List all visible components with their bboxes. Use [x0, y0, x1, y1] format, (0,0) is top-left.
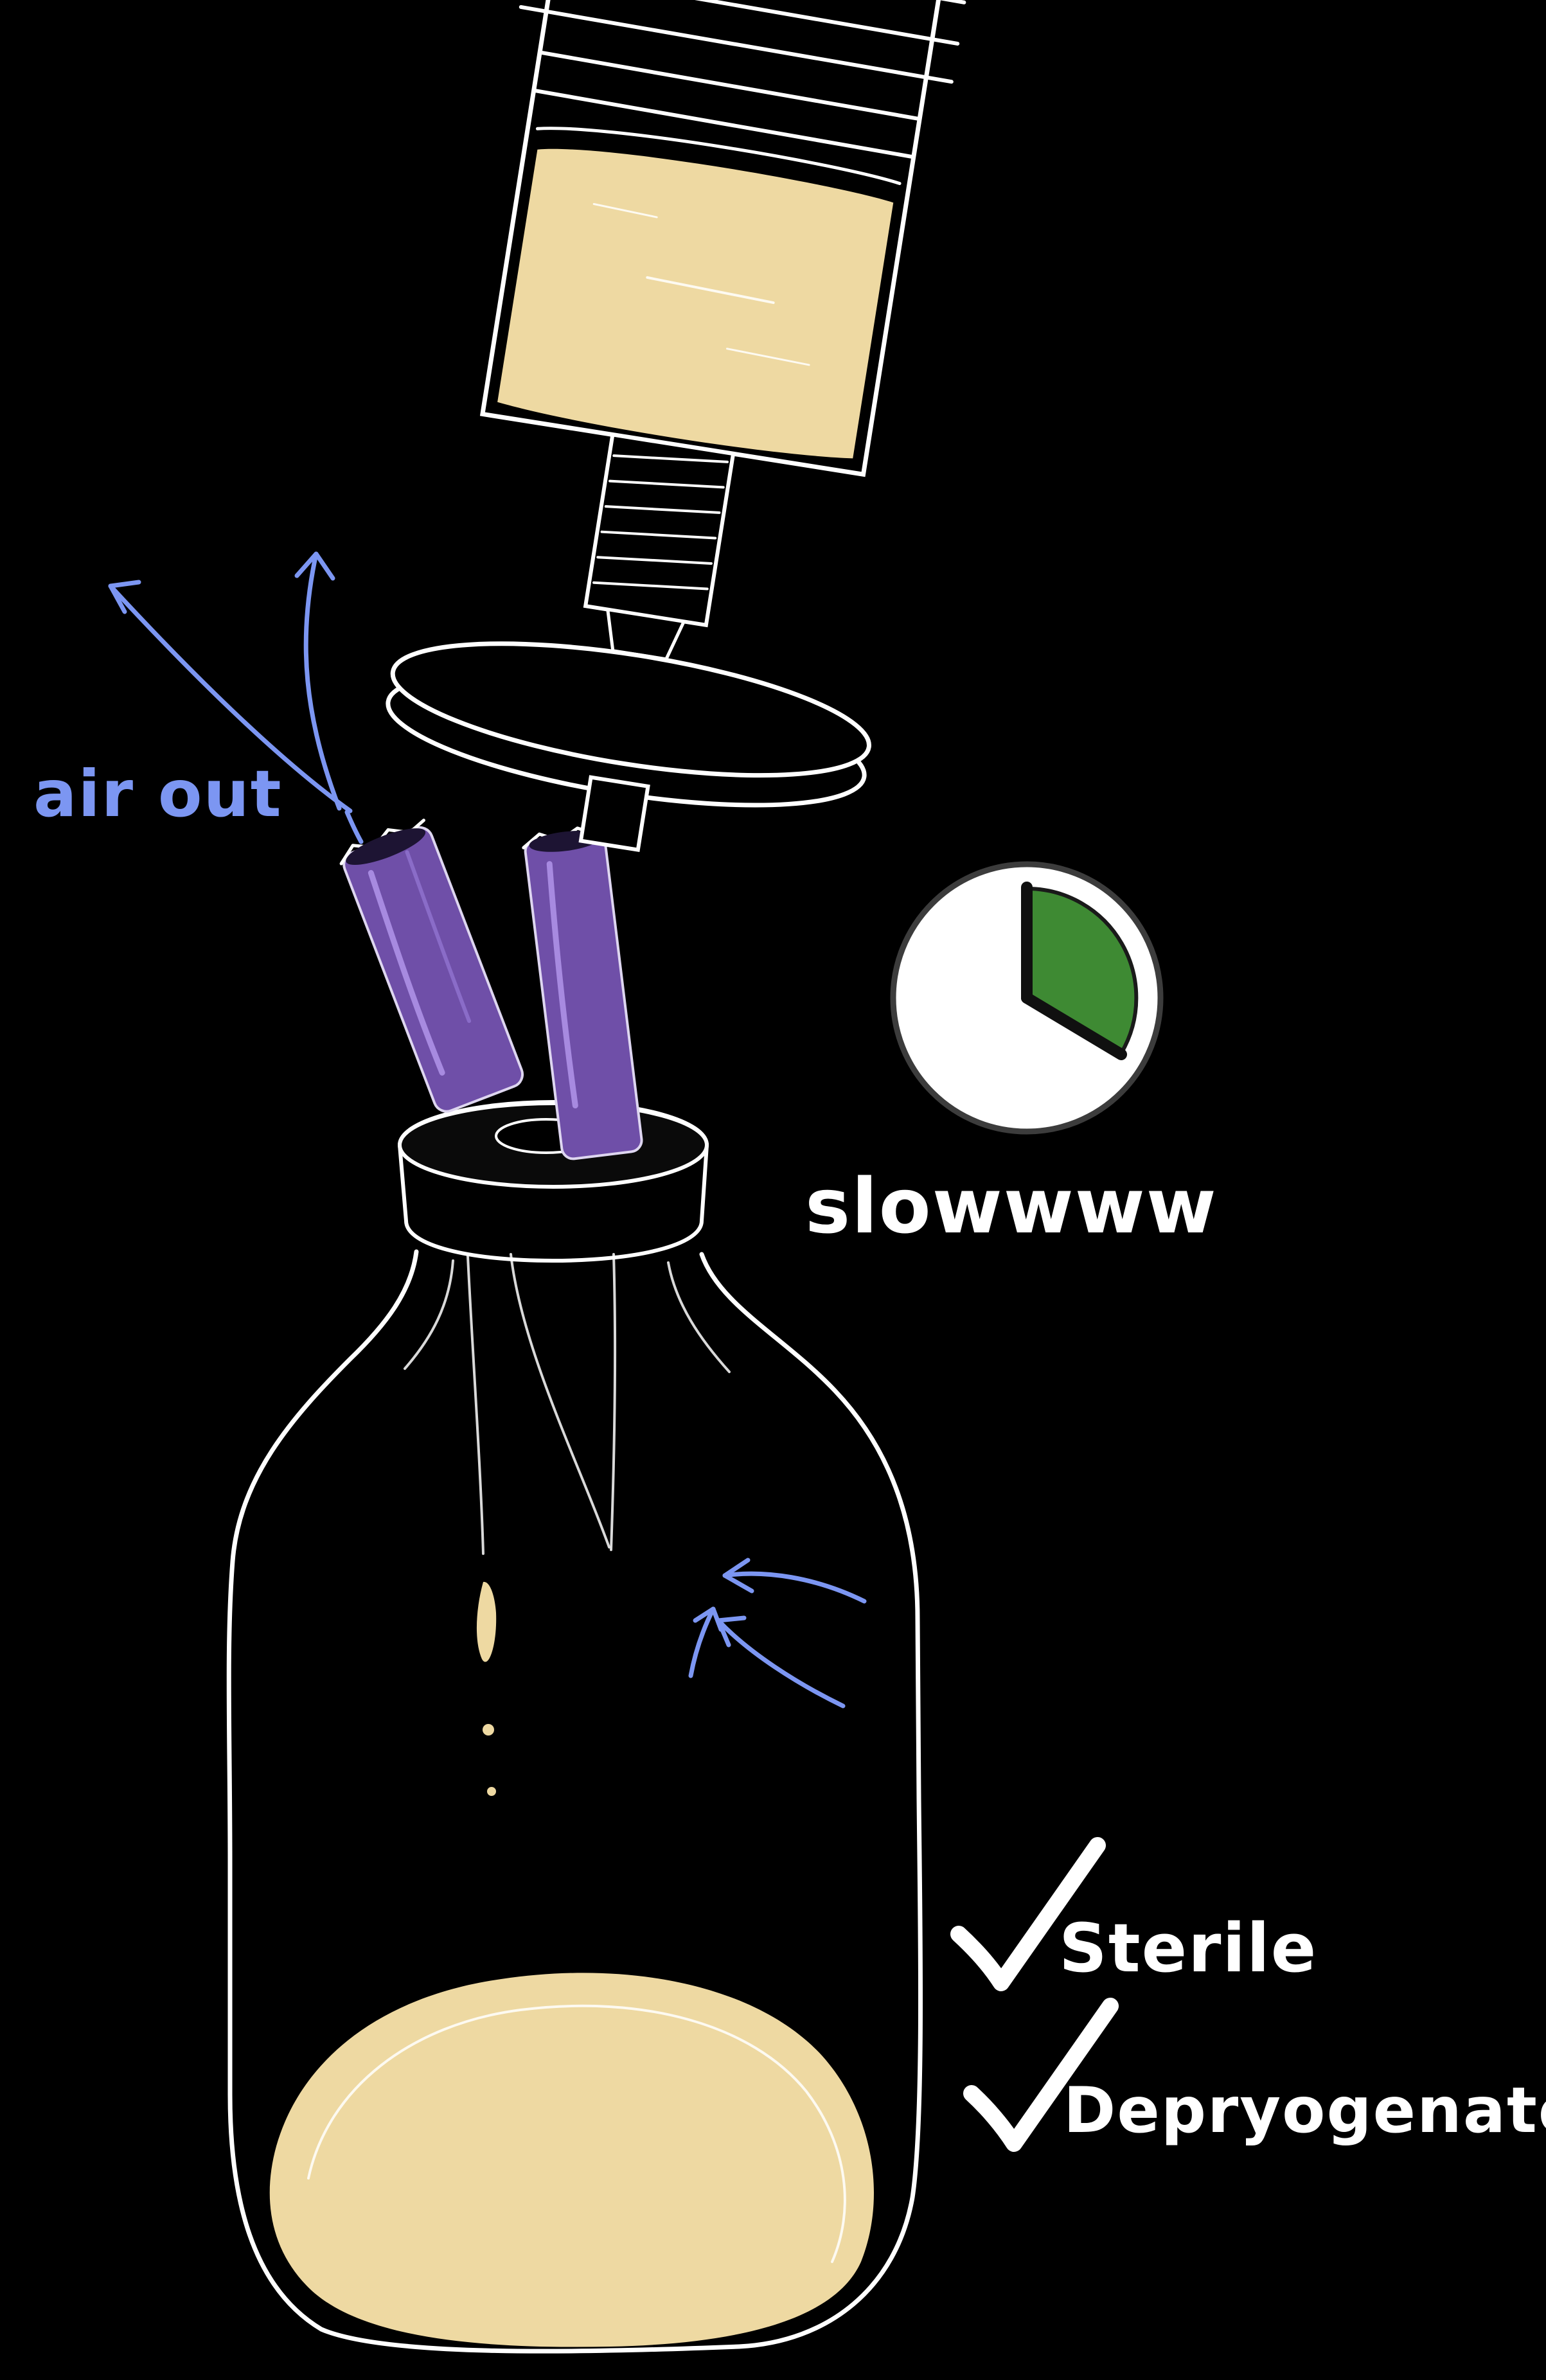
syringe-rod: [583, 432, 736, 628]
bottle: [226, 1249, 923, 2354]
stream-line-right: [610, 1253, 617, 1551]
depyrogenated-label: Depryogenated: [1063, 2074, 1546, 2147]
needle-left-highlight-2: [405, 850, 472, 1024]
plunger-line-2: [531, 88, 916, 159]
pour-stream: [466, 1253, 617, 1796]
stream-line-outer: [466, 1255, 484, 1555]
flow-arrow-1-head: [722, 1558, 754, 1594]
flow-arrows: [688, 1558, 867, 1709]
liquid-reflection-1: [646, 276, 775, 305]
stopper: [398, 1100, 709, 1263]
thread-line: [609, 479, 725, 489]
liquid-reflection-2: [726, 348, 810, 366]
checkmark-depyrogenated-icon: [963, 1998, 1119, 2152]
thread-line: [592, 581, 709, 591]
thread-line: [612, 454, 729, 463]
clock-icon: [890, 861, 1164, 1135]
syringe-filter: [386, 641, 871, 853]
thread-line: [604, 505, 721, 514]
plunger-flange-1: [519, 4, 954, 84]
droplet-dot-2: [487, 1787, 496, 1796]
filter-outlet: [578, 775, 650, 853]
air-arrow-2-head: [294, 551, 335, 581]
checklist: Sterile Depryogenated: [950, 1837, 1546, 2152]
flow-arrow-3: [688, 1606, 716, 1678]
syringe-liquid: [497, 148, 894, 459]
plunger-flange-2: [525, 0, 960, 46]
syringe: [386, 0, 966, 853]
air-out-label: air out: [33, 756, 283, 831]
bottle-liquid: [269, 1973, 874, 2347]
stream-line-left: [510, 1253, 610, 1549]
checkmark-sterile-icon: [950, 1837, 1106, 1991]
needle-right-highlight: [546, 861, 578, 1108]
bottle-neck-line-right: [667, 1261, 731, 1373]
needle-left-body: [342, 826, 524, 1113]
needle-left-highlight: [368, 869, 445, 1076]
airflow-arrows: [108, 551, 364, 844]
needle-left-opening: [346, 828, 426, 866]
bottle-liquid-contour: [307, 2004, 846, 2263]
thread-line: [600, 530, 717, 540]
flow-arrow-1: [722, 1571, 867, 1604]
air-arrow-1-head: [108, 580, 141, 614]
clock-hand-4: [1021, 992, 1127, 1060]
bottle-neck-line-left: [404, 1259, 454, 1370]
needle-right: [522, 826, 643, 1160]
plunger-line-3: [538, 50, 922, 121]
droplet: [476, 1581, 497, 1662]
droplet-dot-1: [483, 1724, 494, 1736]
flow-arrow-3-head: [693, 1606, 724, 1632]
air-arrow-2: [303, 551, 342, 811]
syringe-rod-threads: [592, 454, 729, 591]
plunger-lines: [519, 0, 966, 186]
liquid-reflection-3: [592, 202, 658, 218]
air-arrow-1: [108, 583, 353, 813]
speed-label: slowwww: [805, 1162, 1218, 1250]
needle-left: [339, 819, 524, 1113]
bottle-outline: [226, 1249, 923, 2354]
air-arrow-stem: [344, 810, 364, 844]
filter-disc-top: [390, 641, 871, 778]
thread-line: [596, 556, 713, 565]
plunger-line-1: [535, 127, 902, 186]
sterile-label: Sterile: [1059, 1909, 1317, 1987]
flow-arrow-2: [716, 1618, 846, 1709]
